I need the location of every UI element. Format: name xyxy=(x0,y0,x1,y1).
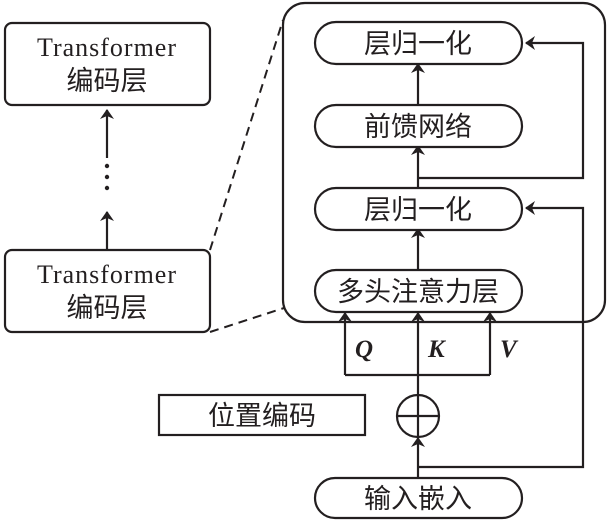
ellipsis-dot xyxy=(104,174,110,180)
ellipsis-dot xyxy=(104,185,110,191)
zoom-connector-bottom xyxy=(209,307,285,333)
multi-head-attention-label: 多头注意力层 xyxy=(337,277,499,308)
feed-forward-network: 前馈网络 xyxy=(313,103,524,149)
layer-norm-top: 层归一化 xyxy=(313,20,524,66)
multi-head-attention: 多头注意力层 xyxy=(313,268,524,314)
v-label: V xyxy=(500,336,519,363)
residual-connection-top xyxy=(418,36,585,180)
bottom-encoder-box: Transformer 编码层 xyxy=(3,248,212,334)
top-encoder-title: Transformer xyxy=(37,33,177,62)
k-label: K xyxy=(427,336,447,363)
bottom-encoder-subtitle: 编码层 xyxy=(67,293,148,324)
positional-encoding-box: 位置编码 xyxy=(157,393,367,437)
layer-norm-bottom-label: 层归一化 xyxy=(364,195,472,226)
ellipsis-dot xyxy=(104,163,110,169)
layer-norm-top-label: 层归一化 xyxy=(364,29,472,60)
input-embedding-label: 输入嵌入 xyxy=(364,484,472,515)
positional-encoding-label: 位置编码 xyxy=(208,401,316,432)
bottom-encoder-title: Transformer xyxy=(37,260,177,289)
q-label: Q xyxy=(355,336,373,363)
zoom-connector-top xyxy=(209,19,284,251)
residual-connection-bottom xyxy=(418,201,585,469)
encoder-detail-frame xyxy=(281,1,607,324)
input-embedding: 输入嵌入 xyxy=(313,476,524,520)
add-circle-icon xyxy=(395,393,441,439)
top-encoder-subtitle: 编码层 xyxy=(67,66,148,97)
feed-forward-label: 前馈网络 xyxy=(364,112,472,143)
layer-norm-bottom: 层归一化 xyxy=(313,186,524,232)
top-encoder-box: Transformer 编码层 xyxy=(3,21,212,107)
